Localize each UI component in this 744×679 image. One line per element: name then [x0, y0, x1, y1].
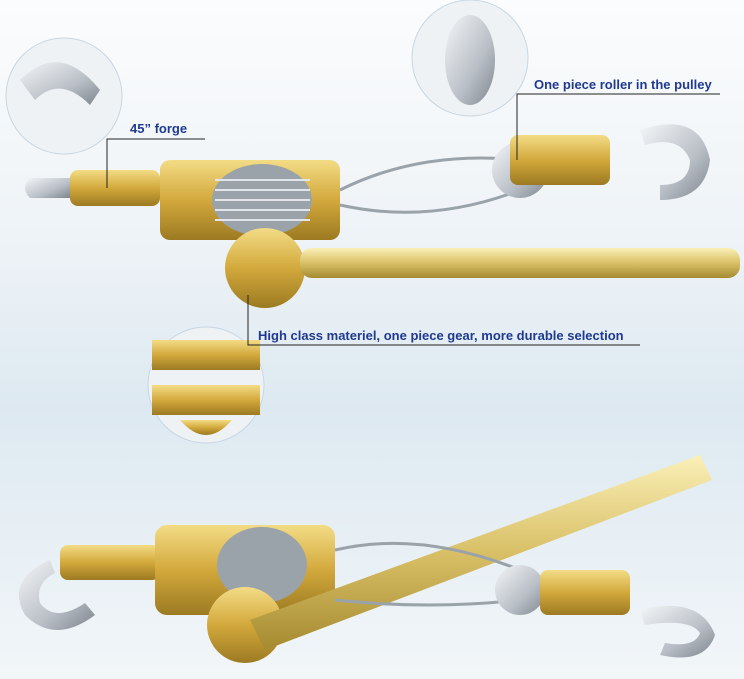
detail-circle-gear	[147, 326, 265, 444]
cable-puller-bottom	[18, 455, 715, 663]
hook-right	[640, 124, 710, 200]
handle	[300, 248, 740, 278]
hook-left	[25, 178, 70, 198]
detail-circle-pulley	[411, 0, 529, 117]
callout-lines	[106, 93, 720, 346]
gear	[225, 228, 305, 308]
detail-circle-hook	[5, 37, 123, 155]
callout-forge: 45” forge	[130, 121, 188, 136]
callout-roller: One piece roller in the pulley	[534, 77, 712, 92]
cable-puller-top	[25, 124, 740, 308]
callout-gear: High class materiel, one piece gear, mor…	[258, 328, 624, 343]
